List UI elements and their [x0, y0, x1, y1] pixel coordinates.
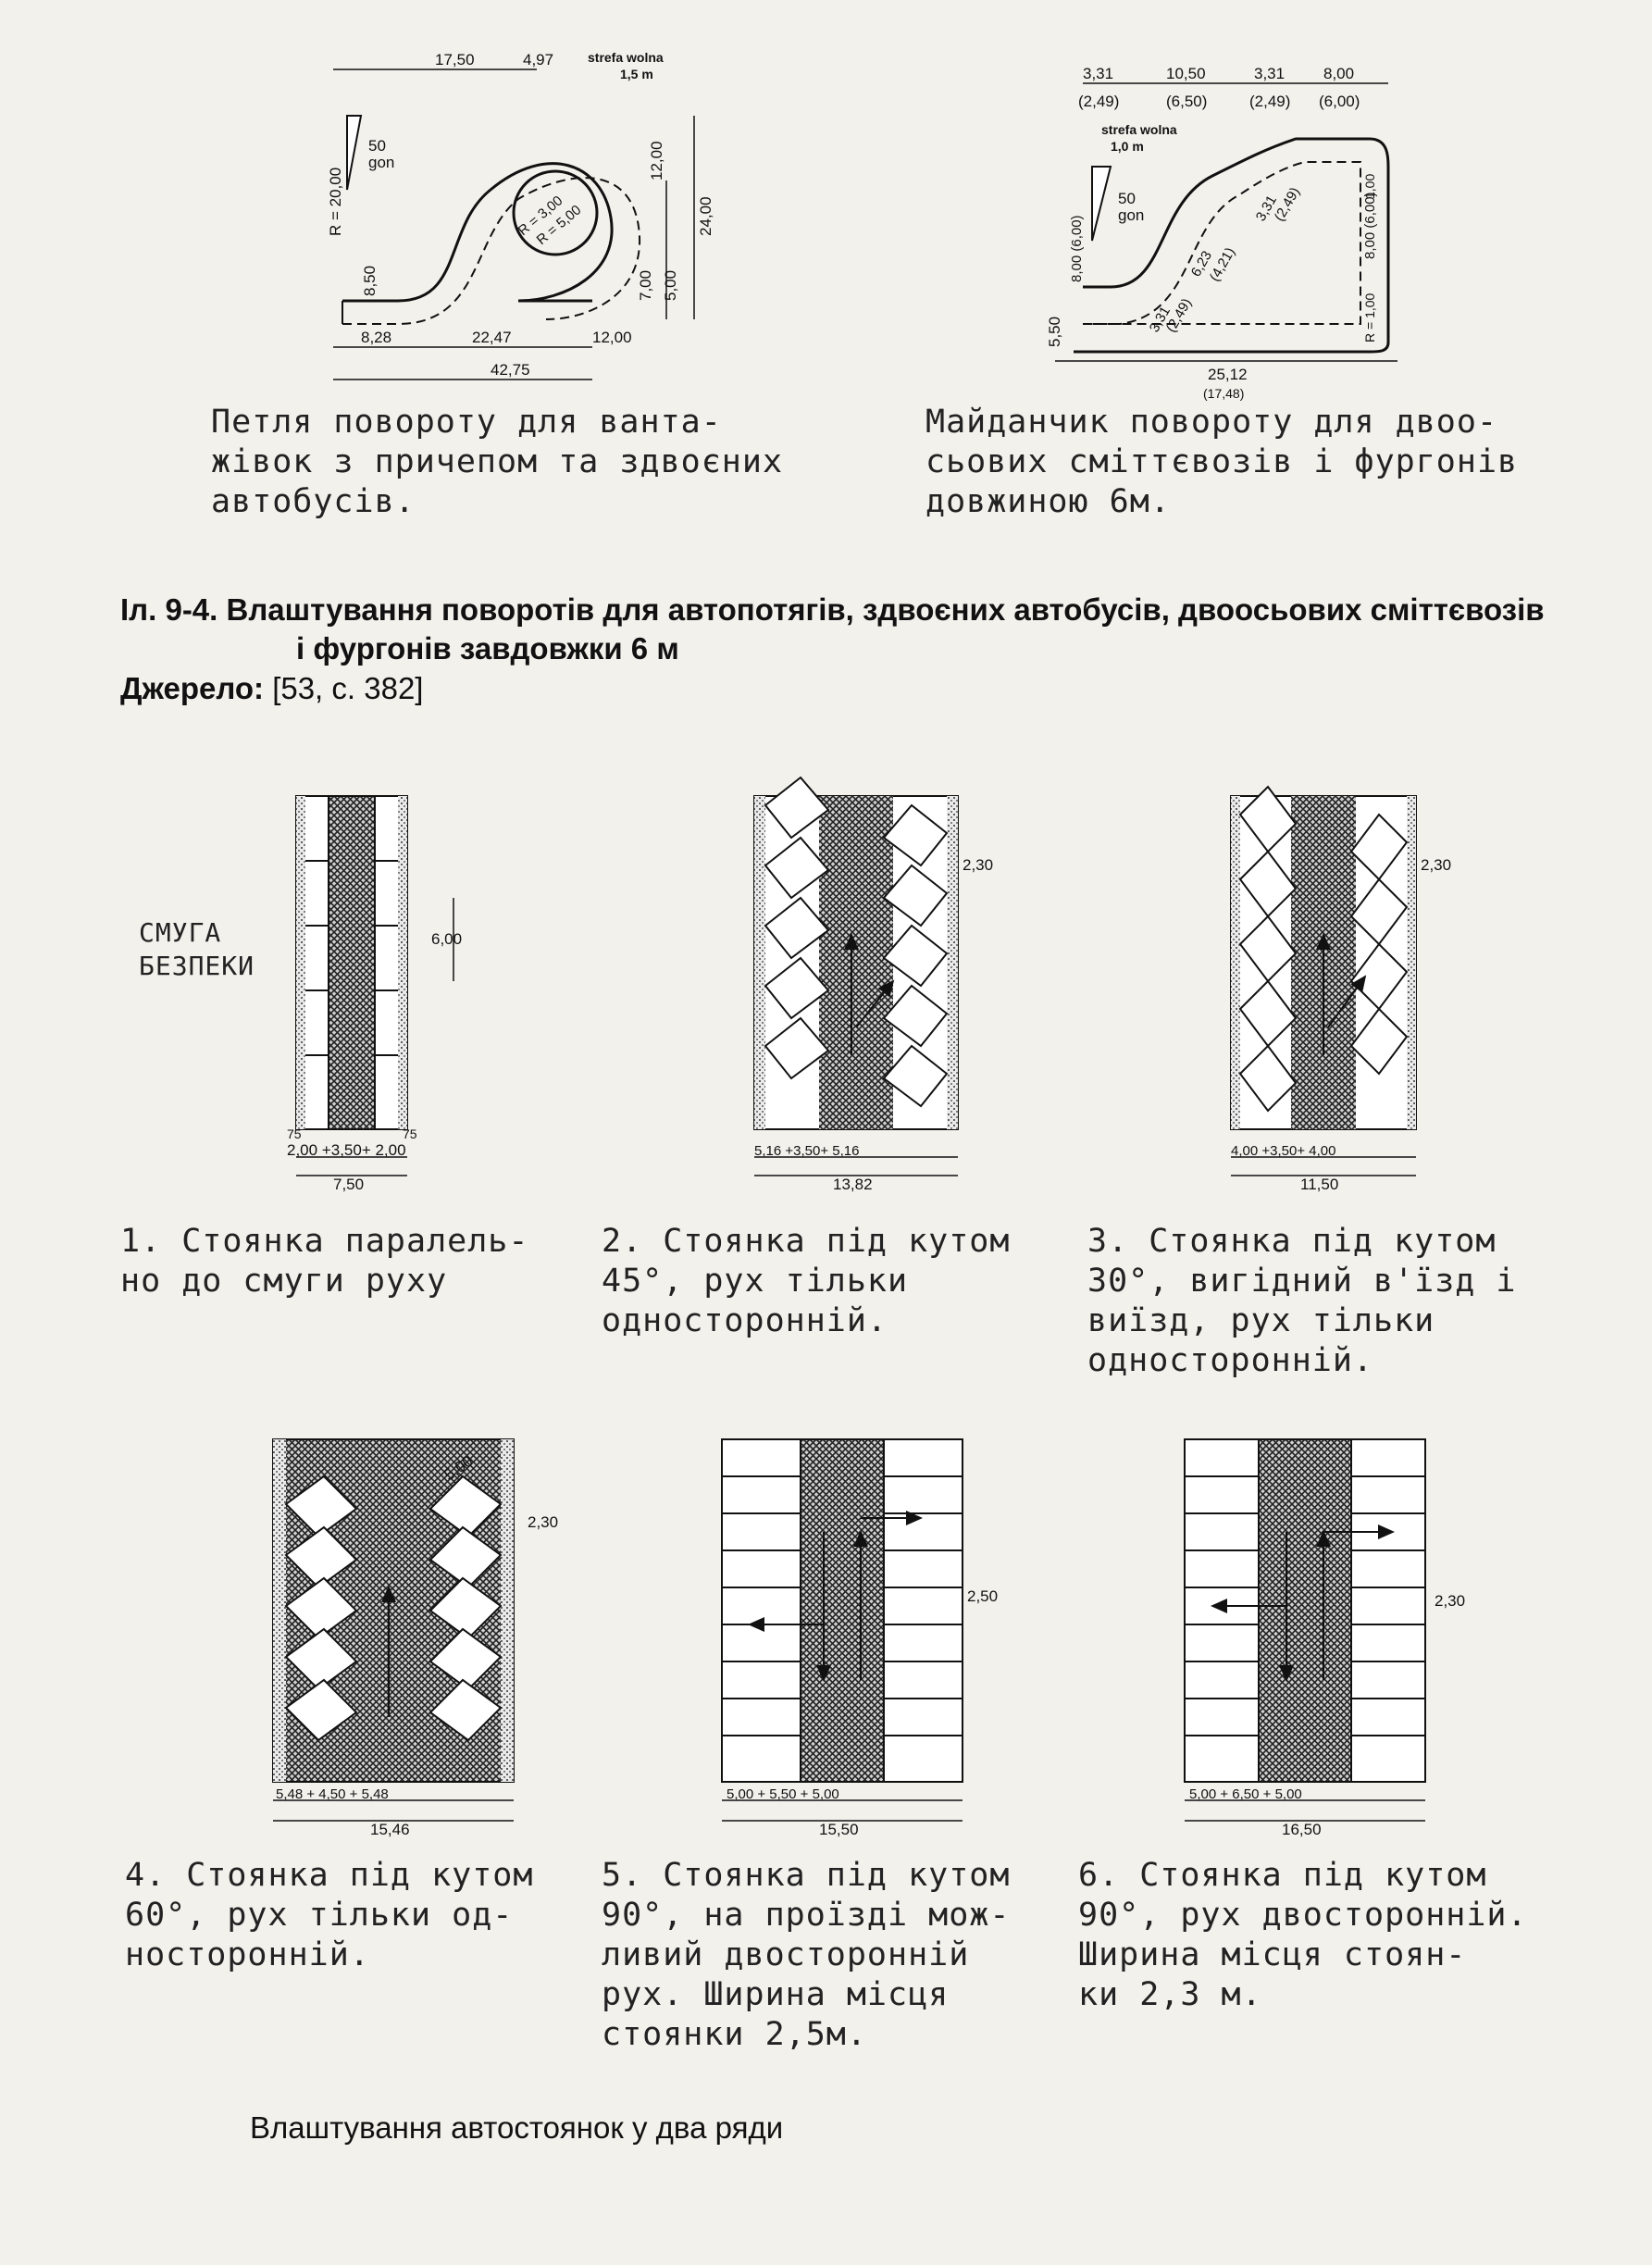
p2-caption: 2. Стоянка під кутом 45°, рух тільки одн… [602, 1223, 1011, 1339]
parking-2-diagram: 2,30 5,16 +3,50+ 5,16 13,82 [753, 776, 993, 1193]
sq-dim-top-1: 3,31 [1083, 65, 1113, 82]
parking-1-diagram: 6,00 2,00 +3,50+ 2,00 75 75 7,50 [287, 795, 462, 1193]
sq-dim-8a: 8,00 (6,00) [1069, 215, 1085, 282]
p1-dim-total: 7,50 [333, 1176, 364, 1193]
loop-dim-7: 7,00 [637, 270, 654, 301]
loop-dim-bottom-3: 12,00 [592, 329, 632, 346]
p3-caption: 3. Стоянка під кутом 30°, вигідний в'їзд… [1087, 1223, 1517, 1379]
sq-dim-top-alt-3: (2,49) [1249, 93, 1290, 110]
p5-dim-total: 15,50 [819, 1821, 859, 1838]
sq-dim-1: 1,00 [1362, 174, 1377, 199]
loop-dim-24: 24,00 [697, 196, 714, 236]
p1-dim-bottom: 2,00 +3,50+ 2,00 [287, 1141, 406, 1159]
p4-dim-bottom: 5,48 + 4,50 + 5,48 [276, 1786, 389, 1802]
p2-dim-bottom: 5,16 +3,50+ 5,16 [754, 1143, 859, 1159]
sq-dim-top-4: 8,00 [1323, 65, 1354, 82]
parking-6-diagram: 2,30 5,00 + 6,50 + 5,00 16,50 [1184, 1438, 1465, 1838]
loop-radius-outer: R = 20,00 [327, 168, 344, 236]
sq-dim-top-3: 3,31 [1254, 65, 1285, 82]
sq-angle: 50 [1118, 190, 1136, 207]
sq-dim-top-alt-1: (2,49) [1078, 93, 1119, 110]
figure-caption: Іл. 9-4. Влаштування поворотів для автоп… [120, 592, 1620, 628]
sq-dim-r1: R = 1,00 [1362, 292, 1377, 342]
loop-strefa-width: 1,5 m [620, 67, 653, 81]
parking-3-diagram: 2,30 4,00 +3,50+ 4,00 11,50 [1230, 785, 1451, 1193]
bottom-caption: Влаштування автостоянок у два ряди [250, 2110, 784, 2145]
sq-dim-total: 25,12 [1208, 366, 1248, 383]
loop-dim-850: 8,50 [361, 266, 379, 296]
sq-strefa-width: 1,0 m [1111, 139, 1144, 154]
square-label: Майданчик повороту для двоо- сьових сміт… [925, 404, 1519, 520]
loop-dim-total: 42,75 [491, 361, 530, 379]
caption-source: Джерело: [53, с. 382] [120, 671, 423, 706]
p2-dim-space: 2,30 [963, 856, 993, 874]
p6-dim-total: 16,50 [1282, 1821, 1322, 1838]
loop-dim-bottom-2: 22,47 [472, 329, 512, 346]
p3-dim-bottom: 4,00 +3,50+ 4,00 [1231, 1143, 1335, 1159]
p1-caption: 1. Стоянка паралель- но до смуги руху [120, 1223, 529, 1300]
p4-dim-space: 2,30 [528, 1513, 558, 1531]
sq-dim-top-alt-4: (6,00) [1319, 93, 1360, 110]
p3-dim-space: 2,30 [1421, 856, 1451, 874]
sq-dim-total-alt: (17,48) [1203, 386, 1244, 401]
p3-dim-total: 11,50 [1300, 1176, 1338, 1193]
loop-dim-12: 12,00 [648, 141, 665, 180]
loop-dim-5: 5,00 [662, 270, 679, 301]
loop-angle: 50 [368, 137, 386, 155]
caption-number: Іл. 9-4. [120, 592, 218, 627]
p2-dim-total: 13,82 [833, 1176, 873, 1193]
p4-caption: 4. Стоянка під кутом 60°, рух тільки од-… [125, 1857, 534, 1973]
parking-5-diagram: 2,50 5,00 + 5,50 + 5,00 15,50 [721, 1438, 998, 1838]
caption-text: Влаштування поворотів для автопотягів, з… [226, 592, 1545, 627]
loop-dim-top-1: 17,50 [435, 51, 475, 68]
loop-dim-bottom-1: 8,28 [361, 329, 391, 346]
loop-gon: gon [368, 154, 394, 171]
p6-caption: 6. Стоянка під кутом 90°, рух двосторонн… [1078, 1857, 1528, 2013]
p6-dim-space: 2,30 [1435, 1592, 1465, 1610]
p1-dim-space: 6,00 [431, 930, 462, 948]
p5-dim-space: 2,50 [967, 1587, 998, 1605]
caption-source-label: Джерело: [120, 671, 265, 705]
sq-strefa: strefa wolna [1101, 122, 1177, 137]
loop-dim-top-2: 4,97 [523, 51, 553, 68]
loop-label: Петля повороту для ванта- жівок з причеп… [211, 404, 784, 520]
p1-side-label: СМУГА БЕЗПЕКИ [139, 917, 255, 981]
caption-text-2: і фургонів завдовжки 6 м [296, 631, 679, 666]
p1-dim-small-a: 75 [287, 1126, 302, 1141]
sq-dim-8b: 8,00 (6,00) [1362, 192, 1378, 259]
sq-dim-top-2: 10,50 [1166, 65, 1206, 82]
sq-diag-2: (4,21) [1207, 245, 1238, 284]
parking-4-diagram: 5,00 2,30 5,48 + 4,50 + 5,48 15,46 [272, 1438, 558, 1838]
caption-source-value: [53, с. 382] [272, 671, 424, 705]
p5-dim-bottom: 5,00 + 5,50 + 5,00 [727, 1786, 839, 1802]
sq-dim-top-alt-2: (6,50) [1166, 93, 1207, 110]
sq-gon: gon [1118, 206, 1144, 224]
p1-dim-small-b: 75 [403, 1126, 417, 1141]
turn-square-diagram: 3,31 10,50 3,31 8,00 (2,49) (6,50) (2,49… [1046, 65, 1397, 401]
p5-caption: 5. Стоянка під кутом 90°, на проїзді мож… [602, 1857, 1011, 2053]
loop-strefa: strefa wolna [588, 50, 664, 65]
turn-loop-diagram: 17,50 4,97 strefa wolna 1,5 m 50 gon R =… [327, 50, 714, 380]
sq-dim-550: 5,50 [1046, 317, 1063, 347]
p4-dim-total: 15,46 [370, 1821, 410, 1838]
p6-dim-bottom: 5,00 + 6,50 + 5,00 [1189, 1786, 1302, 1802]
